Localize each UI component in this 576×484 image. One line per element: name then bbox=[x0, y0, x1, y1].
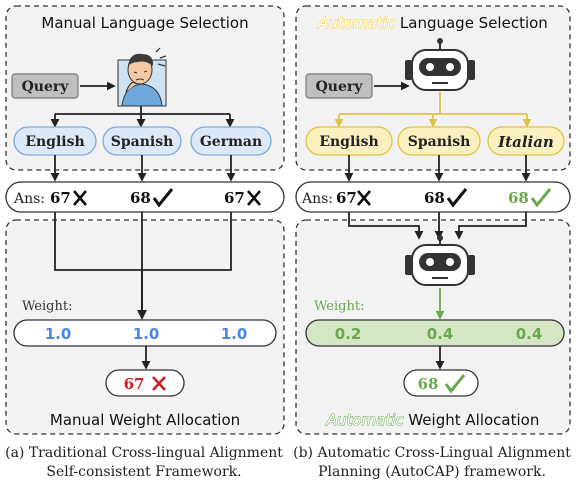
bottom-title: Manual Weight Allocation bbox=[50, 411, 240, 429]
weights-bar bbox=[305, 319, 565, 347]
query-label: Query bbox=[316, 79, 364, 95]
cross-icon bbox=[247, 190, 261, 206]
weight-value: 1.0 bbox=[221, 325, 248, 343]
answer-value: 67 bbox=[224, 189, 245, 207]
final-answer-box bbox=[403, 369, 479, 397]
panel-title: Automatic Language Selection bbox=[317, 14, 548, 32]
answer-value: 68 bbox=[508, 189, 529, 207]
confused-person-icon bbox=[117, 47, 167, 107]
answers-label: Ans: bbox=[301, 191, 333, 207]
weight-value: 0.2 bbox=[335, 325, 362, 343]
language-label: English bbox=[319, 134, 378, 150]
robot-icon bbox=[405, 235, 475, 286]
language-label: English bbox=[25, 134, 84, 150]
weight-label: Weight: bbox=[22, 299, 72, 314]
weights-bar bbox=[13, 319, 277, 347]
weight-value: 0.4 bbox=[427, 325, 454, 343]
weight-label: Weight: bbox=[314, 299, 364, 314]
cross-icon bbox=[152, 376, 166, 391]
caption-line: Self-consistent Framework. bbox=[46, 464, 242, 480]
answer-value: 68 bbox=[424, 189, 445, 207]
final-answer: 68 bbox=[418, 375, 439, 393]
caption-line: (b) Automatic Cross-Lingual Alignment bbox=[293, 445, 571, 461]
caption-line: (a) Traditional Cross-lingual Alignment bbox=[5, 445, 283, 461]
check-icon bbox=[530, 188, 552, 208]
robot-icon bbox=[405, 38, 475, 91]
cross-icon bbox=[73, 190, 87, 206]
query-label: Query bbox=[22, 79, 70, 95]
final-answer: 67 bbox=[124, 375, 145, 393]
answer-value: 68 bbox=[130, 189, 151, 207]
answer-to-robot-arrow bbox=[454, 212, 527, 240]
left-panel: Manual Language Selection Query English … bbox=[5, 5, 285, 435]
caption-line: Planning (AutoCAP) framework. bbox=[318, 464, 546, 480]
check-icon bbox=[444, 374, 466, 394]
weight-value: 1.0 bbox=[133, 325, 160, 343]
weight-value: 1.0 bbox=[45, 325, 72, 343]
cross-icon bbox=[357, 190, 371, 206]
branch-line bbox=[55, 106, 230, 115]
answer-value: 67 bbox=[336, 189, 357, 207]
panel-title: Manual Language Selection bbox=[41, 14, 248, 32]
query-box bbox=[11, 73, 79, 99]
answers-bar bbox=[295, 181, 571, 213]
caption-right: (b) Automatic Cross-Lingual Alignment Pl… bbox=[288, 444, 576, 482]
check-icon bbox=[446, 188, 468, 208]
query-box bbox=[305, 73, 373, 99]
language-label: German bbox=[200, 134, 262, 150]
final-answer-box bbox=[105, 369, 185, 397]
caption-left: (a) Traditional Cross-lingual Alignment … bbox=[0, 444, 288, 482]
answer-value: 67 bbox=[50, 189, 71, 207]
weight-value: 0.4 bbox=[516, 325, 543, 343]
language-label: Spanish bbox=[408, 134, 471, 150]
answer-to-robot-arrow bbox=[348, 212, 424, 240]
right-panel: Automatic Language Selection Query Engli… bbox=[295, 5, 571, 435]
language-label: Italian bbox=[497, 133, 554, 151]
language-label: Spanish bbox=[111, 134, 174, 150]
answers-label: Ans: bbox=[13, 191, 45, 207]
check-icon bbox=[152, 188, 174, 208]
bottom-title: Automatic Weight Allocation bbox=[326, 411, 540, 429]
